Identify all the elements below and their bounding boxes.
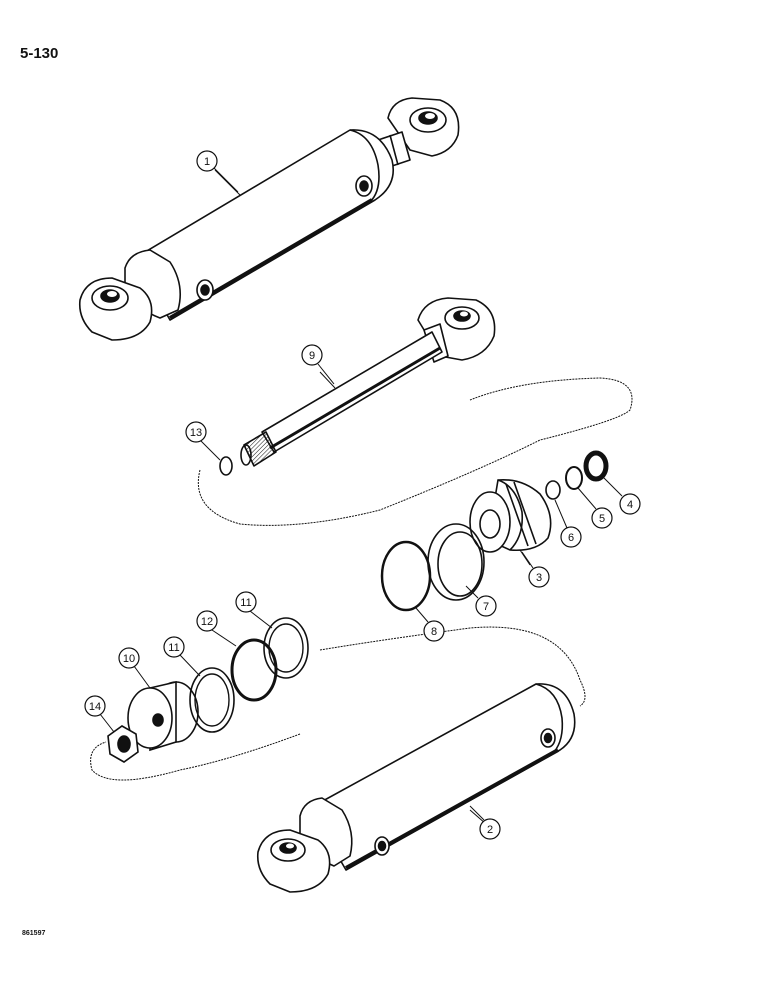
callout-14: 14 xyxy=(84,695,115,733)
svg-text:12: 12 xyxy=(201,616,213,628)
callout-8: 8 xyxy=(415,607,445,642)
callout-11a: 11 xyxy=(163,636,201,677)
callout-9: 9 xyxy=(301,344,335,385)
figure-code: 861597 xyxy=(22,930,46,937)
svg-text:11: 11 xyxy=(168,642,179,654)
lock-nut xyxy=(107,725,139,763)
callout-3: 3 xyxy=(521,551,550,588)
barrel xyxy=(256,683,576,893)
callouts: 1 2 3 4 5 6 7 xyxy=(84,150,641,840)
wiper-seal xyxy=(583,450,609,482)
callout-13: 13 xyxy=(185,421,221,461)
callout-11b: 11 xyxy=(235,591,273,629)
rod-snap-ring xyxy=(219,456,233,476)
piston-wear-ring-2 xyxy=(263,617,309,679)
svg-text:2: 2 xyxy=(487,824,493,836)
svg-text:10: 10 xyxy=(123,653,135,665)
svg-text:6: 6 xyxy=(568,532,574,544)
svg-text:7: 7 xyxy=(483,601,489,613)
piston-wear-ring-1 xyxy=(189,667,235,733)
callout-7: 7 xyxy=(465,585,497,617)
callout-1: 1 xyxy=(196,150,239,193)
page-number: 5-130 xyxy=(20,45,59,62)
group-outline-upper xyxy=(197,377,633,526)
callout-12: 12 xyxy=(196,610,237,647)
cylinder-assembly xyxy=(78,97,460,341)
callout-5: 5 xyxy=(577,487,613,529)
callout-10: 10 xyxy=(118,647,151,689)
gland-back-up-ring xyxy=(427,523,485,601)
gland-o-ring xyxy=(380,540,432,612)
rod-o-ring xyxy=(545,480,561,500)
gland xyxy=(469,478,552,566)
back-up-ring xyxy=(565,466,583,490)
svg-text:13: 13 xyxy=(190,427,202,439)
svg-text:5: 5 xyxy=(599,513,605,525)
svg-text:8: 8 xyxy=(431,626,437,638)
svg-text:9: 9 xyxy=(309,350,315,362)
group-outline-lower xyxy=(90,626,586,781)
callout-4: 4 xyxy=(601,475,641,515)
piston-seal xyxy=(230,638,278,702)
svg-text:3: 3 xyxy=(536,572,542,584)
callout-2: 2 xyxy=(469,805,501,840)
svg-text:4: 4 xyxy=(627,499,633,511)
piston-rod xyxy=(240,297,496,467)
svg-text:1: 1 xyxy=(204,156,210,168)
svg-text:14: 14 xyxy=(89,701,101,713)
svg-text:11: 11 xyxy=(240,597,251,609)
callout-6: 6 xyxy=(554,499,582,548)
piston xyxy=(127,680,199,752)
